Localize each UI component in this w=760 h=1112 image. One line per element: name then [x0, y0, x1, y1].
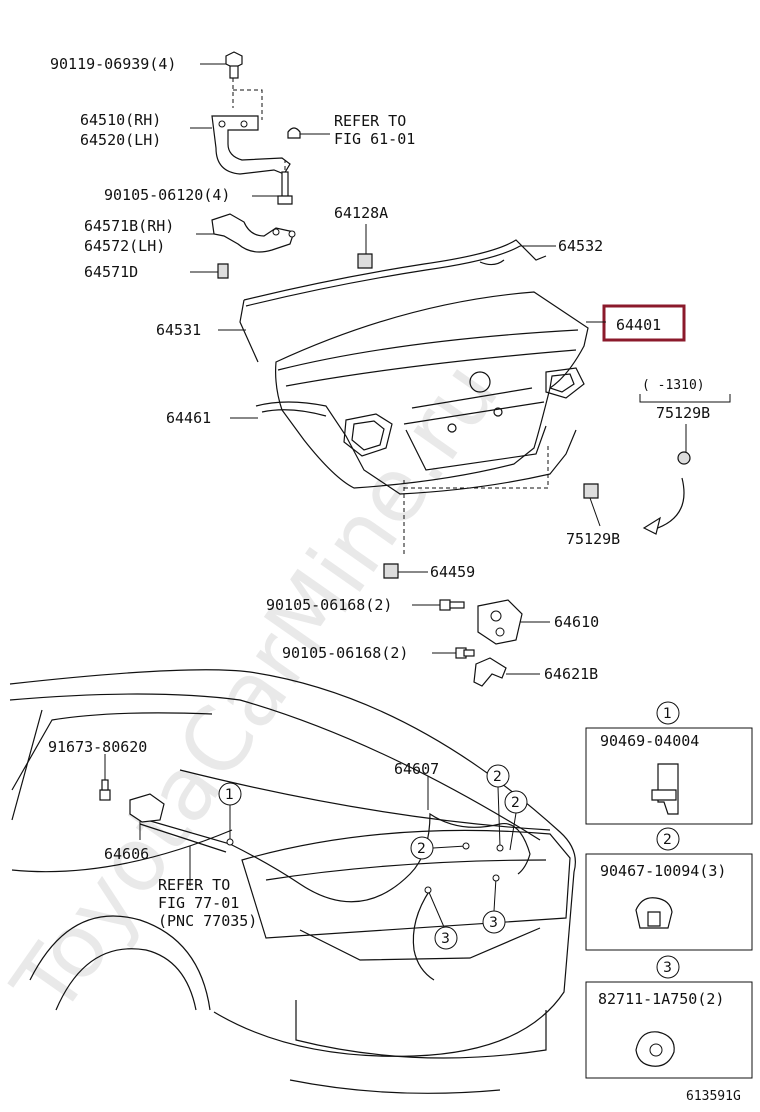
refer-fig-77-line3[interactable]: (PNC 77035) [158, 912, 257, 930]
callout-3-a [434, 926, 458, 950]
hinge-64510-icon [211, 115, 291, 175]
label-64610: 64610 [554, 613, 599, 631]
legend-part-90469-04004: 90469-04004 [600, 732, 699, 750]
legend-callout-1 [656, 701, 680, 725]
refer-fig-61-line1[interactable]: REFER TO [334, 112, 406, 130]
cushion-64459-icon [383, 563, 399, 579]
callout-2-c-text: 2 [417, 841, 426, 857]
callout-2-a-text: 2 [493, 769, 502, 785]
bracket-64571b-icon [211, 213, 296, 253]
car-rear-body [9, 669, 576, 1094]
label-64572: 64572(LH) [84, 237, 165, 255]
callout-1-a [218, 782, 242, 806]
cable-branch [412, 889, 435, 981]
striker-64621b-icon [473, 657, 507, 687]
label-64459: 64459 [430, 563, 475, 581]
legend-part-90467-10094: 90467-10094(3) [600, 862, 726, 880]
arrow-head-icon [642, 516, 661, 535]
label-91673-80620: 91673-80620 [48, 738, 147, 756]
bolt-90119-icon [225, 51, 243, 79]
label-90105-06168-a: 90105-06168(2) [266, 596, 392, 614]
label-range-1310: ( -1310) [642, 378, 705, 393]
label-64621b: 64621B [544, 665, 598, 683]
label-64571d: 64571D [84, 263, 138, 281]
label-90105-06120: 90105-06120(4) [104, 186, 230, 204]
label-64607: 64607 [394, 760, 439, 778]
legend-callout-2-text: 2 [663, 832, 672, 848]
legend-callout-2 [656, 827, 680, 851]
label-75129b-bottom: 75129B [566, 530, 620, 548]
bolt-91673-icon [99, 779, 111, 801]
refer-fig-61-line2[interactable]: FIG 61-01 [334, 130, 415, 148]
label-64461: 64461 [166, 409, 211, 427]
label-64532: 64532 [558, 237, 603, 255]
lock-64610-icon [477, 599, 523, 645]
plug-75129b-bottom-icon [583, 483, 599, 499]
figure-code: 613591G [686, 1089, 741, 1104]
highlight-box-64401 [602, 304, 686, 342]
legend-box-3 [585, 981, 753, 1079]
label-64571b: 64571B(RH) [84, 217, 174, 235]
label-64128a: 64128A [334, 204, 388, 222]
legend-callout-1-text: 1 [663, 706, 672, 722]
label-64531: 64531 [156, 321, 201, 339]
callout-3-b-text: 3 [489, 915, 498, 931]
label-90105-06168-b: 90105-06168(2) [282, 644, 408, 662]
legend-callout-3-text: 3 [663, 960, 672, 976]
refer-fig-77-line2[interactable]: FIG 77-01 [158, 894, 239, 912]
arrow-curve [651, 477, 685, 531]
weatherstrip-64461 [255, 401, 577, 495]
legend-box-1 [585, 727, 753, 825]
clamp-90469-icon [657, 763, 679, 815]
callout-1-a-text: 1 [225, 787, 234, 803]
bolt-90105-06168-b-icon [455, 647, 475, 659]
clip-icon [287, 127, 301, 139]
label-64401[interactable]: 64401 [616, 316, 661, 334]
label-64520: 64520(LH) [80, 131, 161, 149]
handle-64606-icon [129, 793, 165, 823]
label-75129b-top: 75129B [656, 404, 710, 422]
label-64510: 64510(RH) [80, 111, 161, 129]
legend-callout-3 [656, 955, 680, 979]
trunk-lid-64401 [275, 291, 589, 489]
callout-2-b-text: 2 [511, 795, 520, 811]
torsion-bars [239, 239, 547, 363]
cushion-64571d-icon [217, 263, 229, 279]
plug-75129b-icon [677, 451, 691, 465]
legend-box-2 [585, 853, 753, 951]
cable-64607-b [139, 823, 227, 853]
refer-fig-77-line1[interactable]: REFER TO [158, 876, 230, 894]
bolt-90105-06120-icon [277, 171, 293, 205]
label-64606: 64606 [104, 845, 149, 863]
bolt-90105-06168-a-icon [439, 599, 465, 611]
callout-3-a-text: 3 [441, 931, 450, 947]
label-90119-06939: 90119-06939(4) [50, 55, 176, 73]
stopper-64128a-icon [357, 253, 373, 269]
legend-part-82711-1a750: 82711-1A750(2) [598, 990, 724, 1008]
cable-64607 [139, 812, 531, 903]
